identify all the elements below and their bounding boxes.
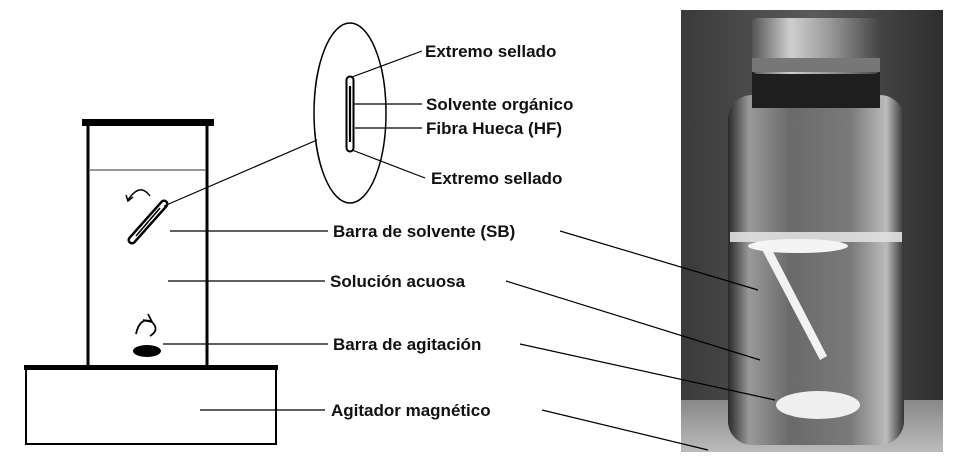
stirrer-top-plate bbox=[24, 365, 278, 370]
label-sealed-end-bottom: Extremo sellado bbox=[431, 169, 562, 188]
solvent-bar-drawing bbox=[127, 199, 169, 245]
leader-sealed-top bbox=[351, 50, 423, 78]
label-sealed-end-top: Extremo sellado bbox=[425, 42, 556, 61]
label-hollow-fiber: Fibra Hueca (HF) bbox=[426, 119, 562, 138]
rotation-arrowhead-icon bbox=[125, 194, 134, 203]
stir-arrowhead-icon bbox=[142, 313, 154, 324]
rotation-arrow-icon bbox=[127, 189, 151, 201]
leader-sealed-bottom bbox=[351, 149, 426, 179]
stir-bar-drawing bbox=[133, 345, 161, 357]
beaker bbox=[82, 119, 214, 366]
vial-photograph bbox=[681, 10, 943, 452]
label-solvent-bar: Barra de solvente (SB) bbox=[333, 222, 515, 241]
label-stir-bar: Barra de agitación bbox=[333, 335, 481, 354]
leader-aqueous-right bbox=[505, 280, 761, 361]
zoom-line bbox=[163, 139, 318, 207]
label-organic-solvent: Solvente orgánico bbox=[426, 95, 573, 114]
label-magnetic-stirrer: Agitador magnético bbox=[331, 401, 491, 420]
leader-stir-bar-right bbox=[519, 343, 776, 401]
magnetic-stirrer-box bbox=[25, 367, 277, 445]
leader-stirrer-right bbox=[541, 409, 709, 451]
label-aqueous-solution: Solución acuosa bbox=[330, 272, 466, 291]
leader-solvent-bar-right bbox=[559, 230, 759, 291]
